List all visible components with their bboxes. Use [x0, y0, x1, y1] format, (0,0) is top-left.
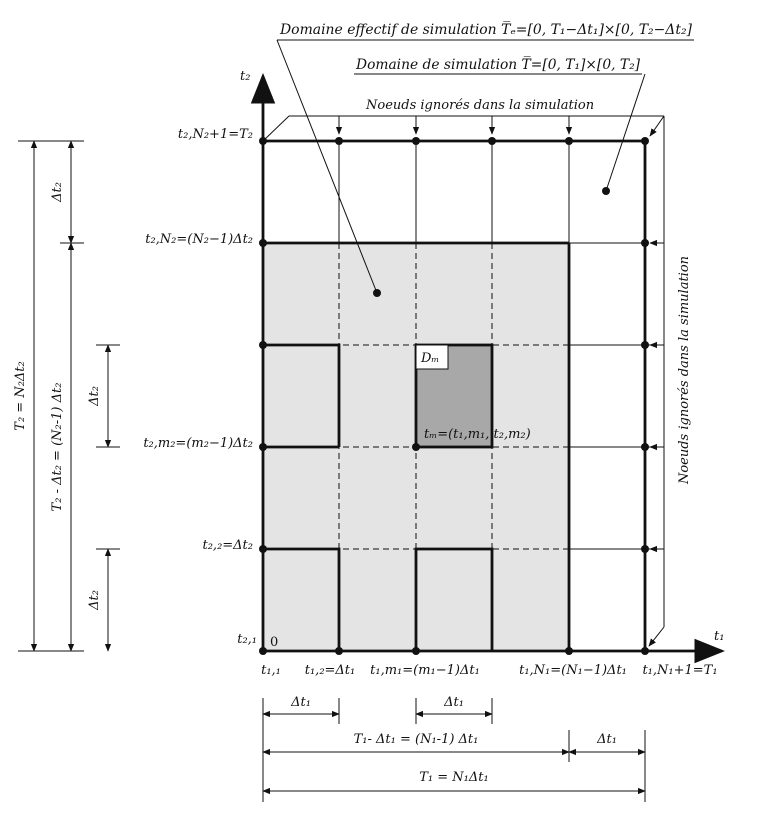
node [259, 137, 267, 145]
dt1-c-label: Δt₁ [596, 732, 617, 747]
t1-last-label: t₁,N₁+1=T₁ [642, 663, 717, 678]
t2-minus-dt2-label: T₂ - Δt₂ = (N₂-1) Δt₂ [50, 383, 65, 512]
grid-nodes [259, 137, 649, 655]
effective-leader [276, 39, 378, 294]
ignored-bracket-top [262, 115, 665, 142]
full-domain-label: Domaine de simulation T̅=[0, T₁]×[0, T₂] [355, 54, 641, 73]
ignored-nodes-right-label: Noeuds ignorés dans la simulation [677, 256, 692, 485]
dt2-mid-label: Δt₂ [87, 386, 102, 407]
t1-two-label: t₁,₂=Δt₁ [305, 663, 356, 678]
t2-axis-label: t₂ [240, 69, 250, 84]
left-dimensions [18, 140, 120, 652]
node [565, 647, 573, 655]
node [335, 647, 343, 655]
dt1-a-label: Δt₁ [290, 695, 311, 710]
cell-dm-label: Dₘ [420, 351, 439, 366]
point-tm-label: tₘ=(t₁,m₁, t₂,m₂) [424, 427, 531, 442]
t1-m1-label: t₁,m₁=(m₁−1)Δt₁ [370, 663, 480, 678]
t2-n2-label: t₂,N₂=(N₂−1)Δt₂ [145, 232, 253, 247]
t2-top-label: t₂,N₂+1=T₂ [178, 127, 253, 142]
dt1-b-label: Δt₁ [443, 695, 464, 710]
node [641, 137, 649, 145]
t1-minus-dt1-label: T₁- Δt₁ = (N₁-1) Δt₁ [354, 732, 479, 747]
ignored-bracket-right [648, 116, 665, 647]
dt2-bottom-label: Δt₂ [87, 590, 102, 611]
domain-outlines [263, 139, 647, 651]
node [259, 443, 267, 451]
t1-n1-label: t₁,N₁=(N₁−1)Δt₁ [519, 663, 627, 678]
t1-total-label: T₁ = N₁Δt₁ [419, 770, 488, 785]
node [565, 137, 573, 145]
t2-total-label: T₂ = N₂Δt₂ [13, 361, 28, 430]
full-leader [605, 73, 646, 192]
bottom-dimensions [262, 698, 646, 802]
node [641, 239, 649, 247]
t1-axis-label: t₁ [714, 629, 724, 644]
node [259, 647, 267, 655]
node [335, 137, 343, 145]
cell-dm-label-box [415, 344, 449, 370]
node [412, 137, 420, 145]
node [641, 545, 649, 553]
node [641, 443, 649, 451]
node [259, 239, 267, 247]
node [641, 647, 649, 655]
node [412, 443, 420, 451]
t1-one-label: t₁,₁ [261, 663, 281, 678]
dt2-top-label: Δt₂ [50, 182, 65, 203]
node [259, 341, 267, 349]
t2-two-label: t₂,₂=Δt₂ [203, 538, 254, 553]
node [259, 545, 267, 553]
t2-one-label: t₂,₁ [237, 632, 257, 647]
node [488, 137, 496, 145]
node [412, 647, 420, 655]
node [641, 341, 649, 349]
origin-label: 0 [270, 635, 278, 650]
t2-m2-label: t₂,m₂=(m₂−1)Δt₂ [143, 436, 253, 451]
effective-domain-label: Domaine effectif de simulation T̅ₑ=[0, T… [279, 19, 693, 38]
ignored-nodes-top-label: Noeuds ignorés dans la simulation [365, 98, 594, 113]
